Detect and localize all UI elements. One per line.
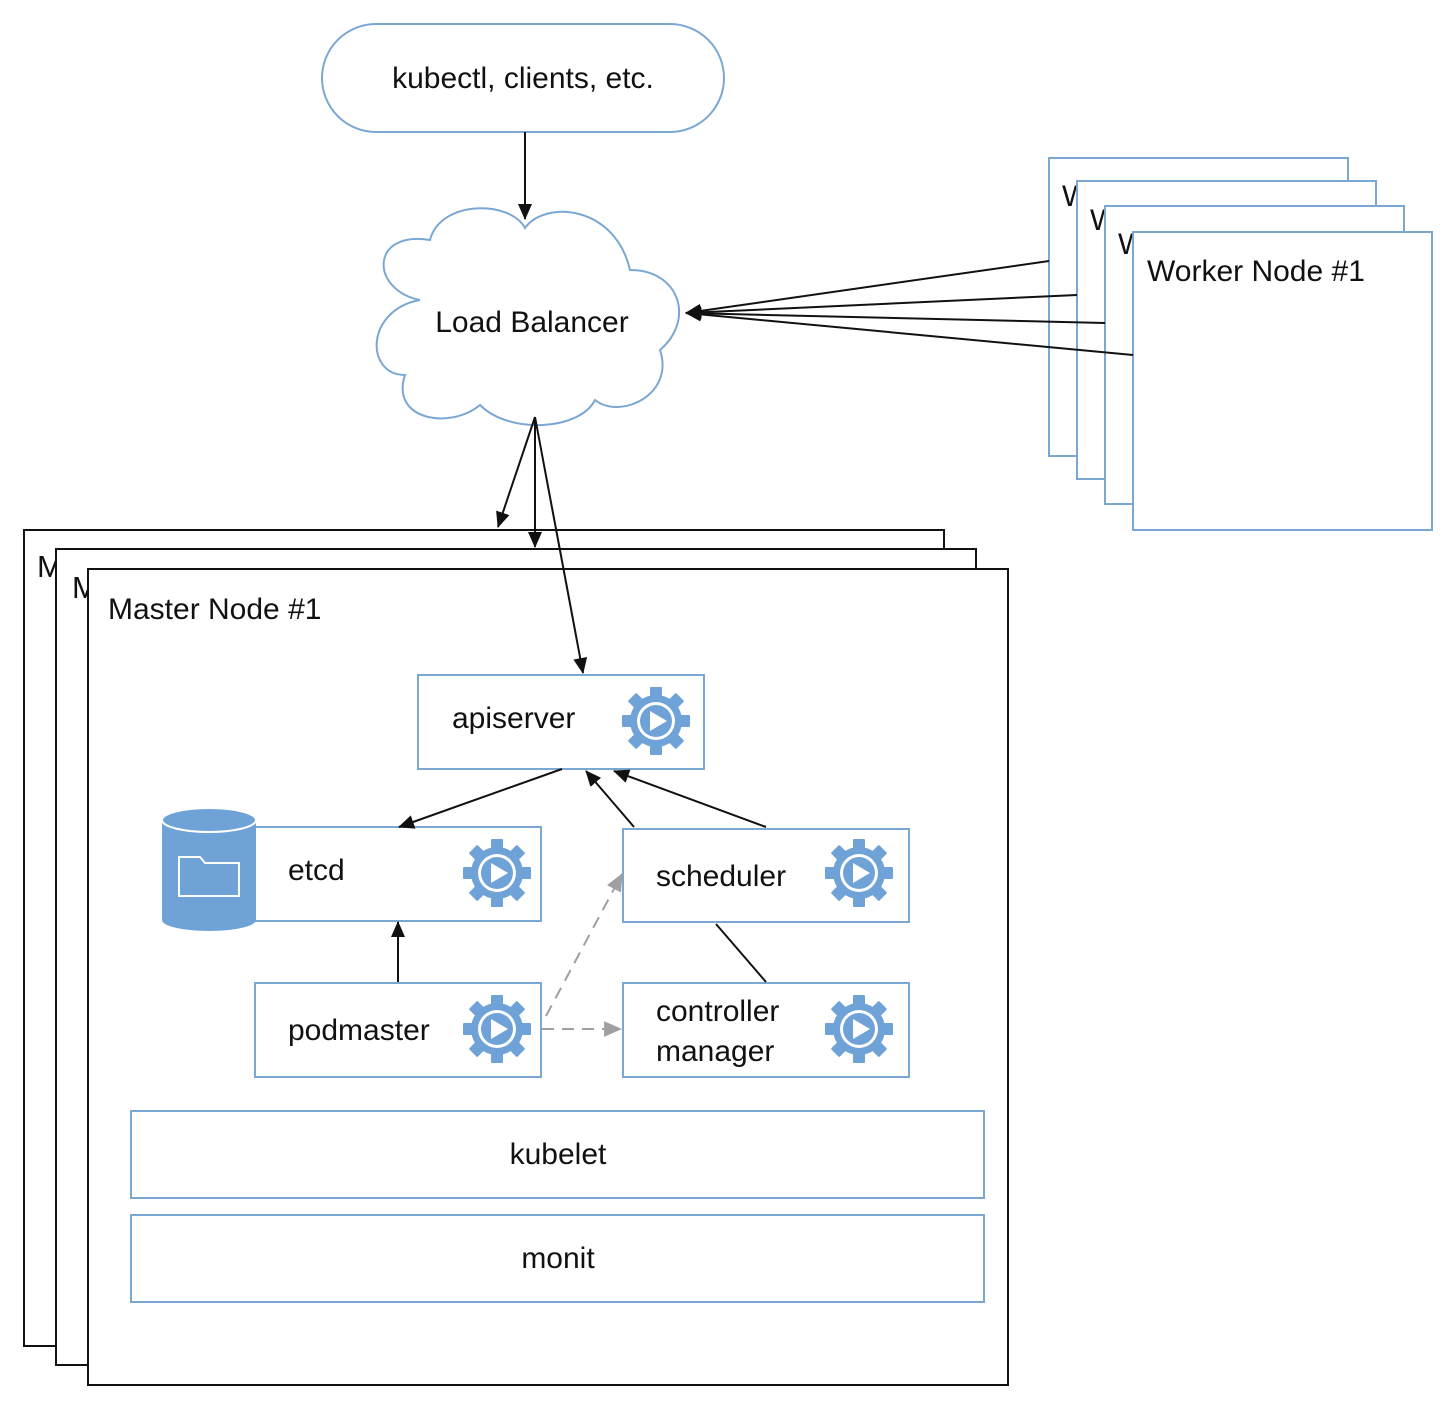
worker-node-1-title: Worker Node #1 bbox=[1147, 255, 1365, 288]
edge-controller-to-scheduler bbox=[715, 923, 767, 983]
master-node-1-title: Master Node #1 bbox=[108, 593, 321, 626]
load-balancer-cloud: Load Balancer bbox=[375, 207, 681, 427]
gear-play-icon bbox=[463, 995, 531, 1063]
scheduler-box: scheduler bbox=[622, 828, 910, 923]
monit-box: monit bbox=[130, 1214, 985, 1303]
scheduler-label: scheduler bbox=[656, 860, 786, 893]
client-label: kubectl, clients, etc. bbox=[392, 62, 654, 95]
edge-lb-to-apiserver bbox=[534, 416, 588, 674]
apiserver-box: apiserver bbox=[417, 674, 705, 770]
controller-manager-label-line2: manager bbox=[656, 1035, 774, 1068]
etcd-label: etcd bbox=[288, 854, 345, 887]
etcd-box: etcd bbox=[161, 807, 542, 931]
worker-node-stack: W W W Worker Node #1 bbox=[1048, 157, 1433, 531]
edge-lb-to-master3 bbox=[496, 416, 536, 528]
gear-play-icon bbox=[463, 839, 531, 907]
edge-podmaster-to-scheduler-dashed bbox=[545, 873, 623, 1017]
gear-play-icon bbox=[825, 995, 893, 1063]
edge-scheduler-to-apiserver bbox=[585, 770, 635, 828]
apiserver-label: apiserver bbox=[452, 702, 575, 735]
controller-manager-label-line1: controller bbox=[656, 995, 779, 1028]
monit-label: monit bbox=[521, 1242, 595, 1275]
edge-worker2-to-lb bbox=[685, 306, 1106, 324]
controller-manager-box: controller manager bbox=[622, 982, 910, 1078]
edge-worker1-to-lb bbox=[685, 307, 1134, 356]
database-folder-icon bbox=[161, 807, 257, 931]
podmaster-box: podmaster bbox=[254, 982, 542, 1078]
client-node: kubectl, clients, etc. bbox=[321, 23, 725, 133]
load-balancer-label: Load Balancer bbox=[435, 306, 628, 339]
kubelet-label: kubelet bbox=[510, 1138, 607, 1171]
edge-controller-to-apiserver bbox=[613, 769, 767, 828]
gear-play-icon bbox=[622, 687, 690, 755]
edge-worker4-to-lb bbox=[685, 260, 1050, 318]
kubelet-box: kubelet bbox=[130, 1110, 985, 1199]
worker-node-1 bbox=[1132, 231, 1433, 531]
edge-apiserver-to-etcd bbox=[398, 768, 563, 829]
edge-worker3-to-lb bbox=[685, 294, 1078, 320]
gear-play-icon bbox=[825, 839, 893, 907]
podmaster-label: podmaster bbox=[288, 1014, 430, 1047]
